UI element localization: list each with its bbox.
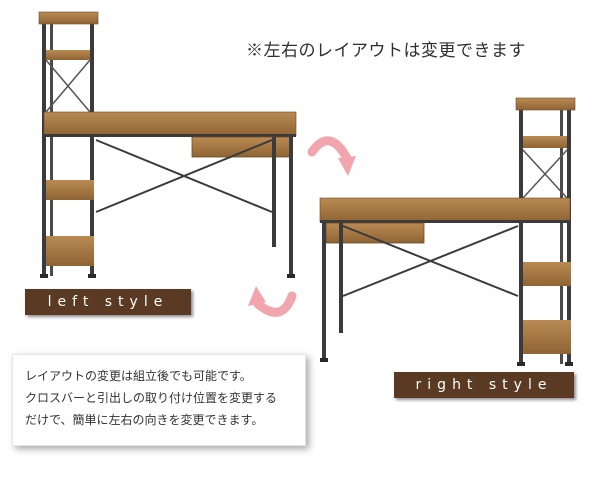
note-box: レイアウトの変更は組立後でも可能です。 クロスバーと引出しの取り付け位置を変更す… xyxy=(12,354,306,446)
note-line: クロスバーと引出しの取り付け位置を変更する xyxy=(25,391,278,405)
page-heading: ※左右のレイアウトは変更できます xyxy=(246,41,526,61)
left-style-label: left style xyxy=(25,289,191,315)
rotate-arrow-icon xyxy=(248,286,297,317)
note-line: だけで、簡単に左右の向きを変更できます。 xyxy=(25,413,264,427)
left-style-desk xyxy=(38,11,297,278)
rotate-arrow-icon xyxy=(307,136,356,176)
right-style-desk xyxy=(319,97,576,366)
note-line: レイアウトの変更は組立後でも可能です。 xyxy=(25,369,252,383)
right-style-label: right style xyxy=(394,372,574,398)
